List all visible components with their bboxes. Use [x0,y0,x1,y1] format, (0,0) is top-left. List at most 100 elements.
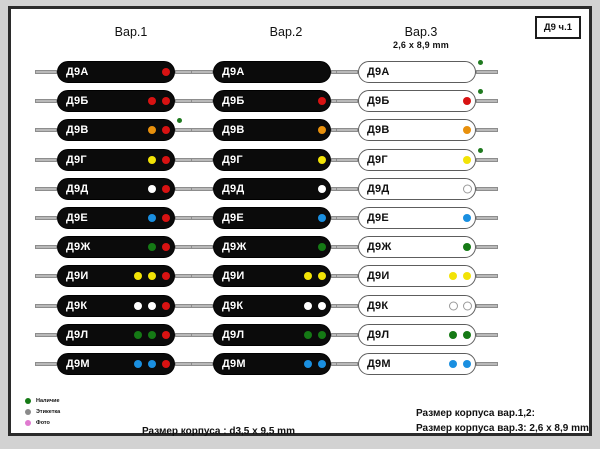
marking-dot-red [148,97,156,106]
marking-dot-white [318,184,326,193]
lead-left [191,128,213,133]
marking-dot-green [148,243,156,252]
marking-dot-red [162,155,170,164]
lead-left [35,274,57,279]
diode-label: Д9М [367,358,391,370]
diode-body: Д9К [358,294,476,317]
diode-label: Д9К [222,299,244,312]
legend-dot [25,419,31,426]
lead-right [476,70,498,74]
marking-dot-blue [148,214,156,222]
lead-right [476,303,498,308]
lead-left [191,245,213,250]
diode-row: Д9М Д9М Д9М [11,353,589,379]
marking-dot-white [463,301,472,311]
diode-label: Д9Е [367,212,389,224]
diode-label: Д9А [222,66,245,78]
marking-dot-green [134,330,142,339]
diode-v1-Д9В: Д9В [35,118,197,142]
diode-label: Д9М [66,358,90,370]
diode-v1-Д9Л: Д9Л [35,323,197,346]
diode-v1-Д9К: Д9К [35,294,197,317]
diode-body: Д9И [358,265,476,288]
lead-left [35,186,57,191]
legend-label: Этикетка [36,408,61,415]
marking-dot-white [148,184,156,193]
marking-dot-red [162,126,170,135]
diode-label: Д9Ж [66,241,91,254]
sheet-badge: Д9 ч.1 [534,16,581,39]
diode-v1-Д9И: Д9И [35,265,197,288]
lead-right [476,332,498,337]
legend-label: Наличие [36,397,60,404]
marking-dot-yellow [148,155,156,164]
diode-body: Д9Е [358,207,476,229]
lead-left [336,332,358,337]
column-header-var2-title: Вар.2 [269,25,303,39]
marking-dot-white [318,301,326,310]
availability-marker [177,118,182,124]
lead-left [35,245,57,250]
diode-label: Д9Г [367,153,388,166]
marking-dot-red [162,360,170,368]
lead-left [336,99,358,104]
diode-body: Д9Б [213,90,331,113]
diode-body: Д9Ж [57,236,175,259]
lead-left [191,186,213,191]
marking-dot-red [162,68,170,76]
diode-v1-Д9А: Д9А [35,61,197,83]
lead-left [336,245,358,250]
diode-body: Д9М [358,353,476,375]
diode-label: Д9М [222,358,246,370]
diode-body: Д9И [57,265,175,288]
marking-dot-red [162,272,170,281]
diode-body: Д9А [213,61,331,83]
diode-body: Д9М [213,353,331,375]
diode-body: Д9Д [213,177,331,200]
availability-marker [478,60,483,65]
diode-body: Д9В [358,119,476,142]
column-header-var1: Вар.1 [51,25,211,39]
marking-dot-red [162,301,170,310]
marking-dot-blue [463,360,471,368]
lead-left [191,70,213,74]
marking-dot-blue [304,360,312,368]
legend-item: Наличие [25,395,60,406]
marking-dot-yellow [134,272,142,281]
lead-left [35,216,57,220]
marking-dot-green [148,330,156,339]
lead-right [476,362,498,366]
diode-label: Д9К [66,299,88,312]
marking-dot-red [463,97,471,106]
diode-v3-Д9В: Д9В [336,119,498,142]
marking-dot-blue [449,360,457,368]
marking-dot-yellow [318,272,326,281]
diode-v3-Д9Б: Д9Б [336,89,498,113]
diode-body: Д9Д [358,177,476,200]
diode-label: Д9А [66,66,89,78]
lead-left [35,303,57,308]
lead-left [191,216,213,220]
diode-body: Д9К [213,294,331,317]
marking-dot-blue [134,360,142,368]
diode-body: Д9А [358,61,476,83]
marking-dot-red [162,184,170,193]
marking-dot-yellow [463,155,471,164]
diode-v2-Д9И: Д9И [191,265,353,288]
marking-dot-yellow [304,272,312,281]
sheet-frame: Д9 ч.1 Вар.1 Вар.2 Вар.3 2,6 x 8,9 mm Д9… [8,6,592,437]
diode-v1-Д9Г: Д9Г [35,148,197,171]
lead-left [35,157,57,162]
column-header-var3: Вар.3 2,6 x 8,9 mm [341,25,501,50]
diode-v3-Д9М: Д9М [336,353,498,375]
diode-body: Д9Е [213,207,331,229]
diode-label: Д9И [367,270,390,283]
legend-dot [25,397,31,404]
marking-dot-green [318,330,326,339]
lead-left [191,157,213,162]
diode-label: Д9Г [66,153,87,166]
